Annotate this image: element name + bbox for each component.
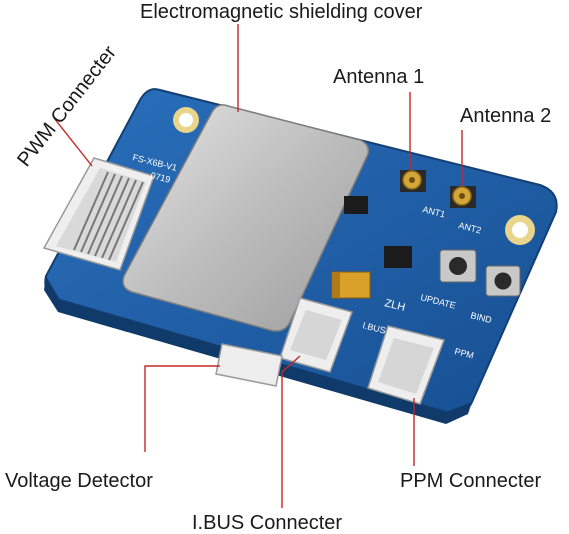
leader-lines: [53, 24, 463, 508]
ic-chip: [344, 196, 368, 214]
regulator-chip: [384, 246, 412, 268]
leader-voltage: [144, 365, 220, 452]
board-zlh-text: ZLH: [383, 297, 406, 314]
ibus-connector: [279, 297, 353, 373]
board-ppm-text: PPM: [454, 346, 475, 360]
label-ibus-connecter: I.BUS Connecter: [192, 512, 343, 534]
leader-ibus: [281, 355, 301, 508]
update-button: [439, 249, 477, 283]
label-antenna-2: Antenna 2: [460, 105, 552, 127]
antenna1-connector: [400, 170, 426, 192]
voltage-connector: [215, 343, 283, 387]
bind-button: [485, 265, 521, 297]
pcb-edge: [44, 276, 472, 424]
ppm-connector: [367, 325, 445, 405]
pwm-connector: [42, 157, 155, 271]
shield-cover: [122, 104, 370, 332]
antenna2-connector: [450, 186, 476, 208]
label-shielding-cover: Electromagnetic shielding cover: [140, 1, 423, 23]
label-ppm-connecter: PPM Connecter: [400, 470, 542, 492]
leader-pwm: [53, 117, 93, 167]
board-date-text: 0719: [150, 170, 172, 185]
label-antenna-1: Antenna 1: [333, 66, 425, 88]
label-voltage-detector: Voltage Detector: [5, 470, 153, 492]
